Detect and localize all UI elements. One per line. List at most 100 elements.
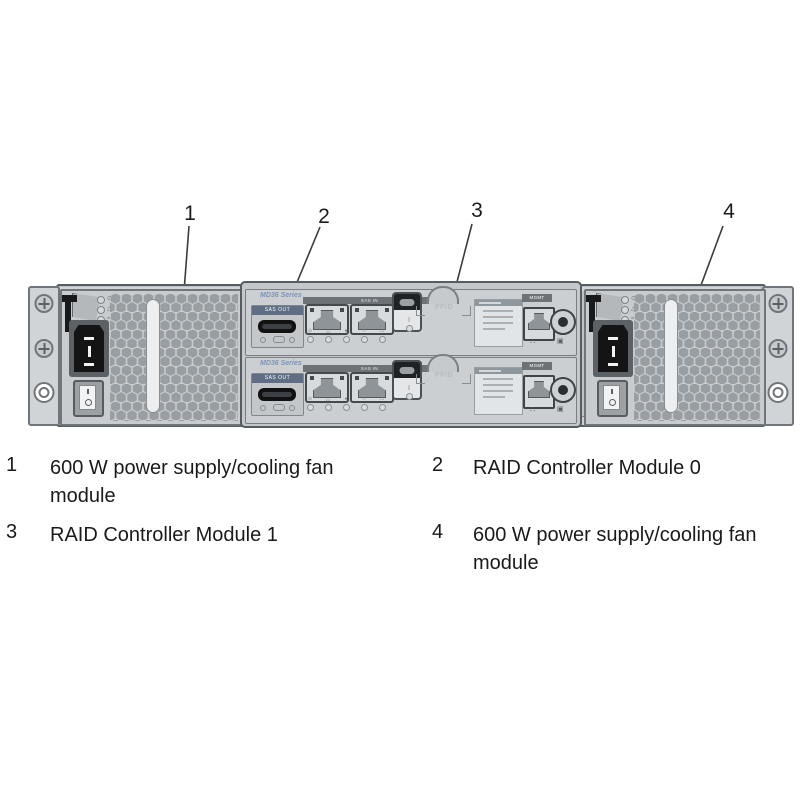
battery-led-icon: ▯: [407, 385, 411, 391]
activity-led-icon: ≈: [362, 396, 366, 402]
legend-number-1: 1: [6, 454, 18, 476]
rj45-jack-icon: [313, 378, 341, 398]
pull-handle-notch[interactable]: [427, 286, 459, 304]
series-label: MD36 Series: [260, 360, 302, 367]
ppid-bracket: [462, 374, 471, 384]
cooling-fan-grille: [634, 294, 760, 421]
network-icon: ∴: [530, 337, 536, 346]
callout-number-3: 3: [471, 199, 483, 222]
fault-led-icon: ●: [344, 328, 348, 334]
mgmt-label: MGMT: [522, 362, 552, 370]
cache-led-icon: ▭: [379, 328, 385, 334]
callout-number-1: 1: [184, 202, 196, 225]
release-latch[interactable]: [392, 292, 422, 332]
warning-led-icon: △: [326, 396, 330, 402]
psu-fault-led: [97, 306, 105, 314]
service-port-icon: ▣: [557, 406, 564, 413]
rj45-jack-icon: [528, 313, 550, 330]
sas-in-port-0[interactable]: [305, 372, 349, 403]
mac-address-label: [474, 367, 523, 415]
status-led-icon: ⊙: [307, 328, 313, 334]
power-supply-module-right: ⊙ △ ≈: [584, 289, 766, 426]
ac-power-led-icon: ≈: [631, 316, 635, 322]
legend-text-2: RAID Controller Module 0: [473, 457, 701, 479]
ppid-label: PPID: [434, 372, 454, 379]
sas-out-port[interactable]: SAS OUT: [251, 305, 304, 348]
psu-handle[interactable]: [146, 299, 160, 413]
controller-led: ⊙: [305, 328, 315, 343]
power-led-icon: ⊙: [631, 296, 637, 302]
psu-status-led: [621, 296, 629, 304]
power-led-icon: ⊙: [107, 296, 113, 302]
sas-in-port-1[interactable]: [350, 304, 394, 335]
c14-socket-icon: [598, 325, 628, 372]
screw-icon: [768, 294, 788, 313]
ac-power-led-icon: ≈: [107, 316, 111, 322]
psu-handle[interactable]: [664, 299, 678, 413]
warning-led-icon: △: [326, 328, 330, 334]
warning-led-icon: △: [631, 306, 636, 312]
callout-number-4: 4: [723, 200, 735, 223]
mac-address-label: [474, 299, 523, 347]
warning-led-icon: △: [107, 306, 112, 312]
sas-in-label-bar: SAS IN: [303, 297, 436, 304]
ac-power-inlet[interactable]: [593, 320, 633, 377]
sas-connector-icon: [258, 388, 296, 401]
mounting-hole-icon: [767, 382, 789, 403]
activity-led-icon: ≈: [362, 328, 366, 334]
ac-power-inlet[interactable]: [69, 320, 109, 377]
cable-retention-bracket: [586, 295, 601, 302]
cable-retention-bracket: [589, 301, 595, 332]
controller-led: ▯: [404, 317, 414, 332]
pull-handle-notch[interactable]: [427, 354, 459, 372]
service-port-icon: ▣: [557, 338, 564, 345]
sas-connector-icon: [258, 320, 296, 333]
legend-number-4: 4: [432, 521, 444, 543]
power-supply-module-left: ⊙ △ ≈: [60, 289, 242, 426]
cooling-fan-grille: [110, 294, 238, 421]
sas-out-label: SAS OUT: [252, 374, 303, 383]
controller-led: ●: [341, 396, 351, 411]
power-switch[interactable]: [73, 380, 104, 417]
legend-number-2: 2: [432, 454, 444, 476]
controller-led: ≈: [359, 396, 369, 411]
rj45-jack-icon: [313, 310, 341, 330]
controller-led: ▭: [377, 328, 387, 343]
controller-led: △: [323, 396, 333, 411]
cable-retention-bracket: [65, 301, 71, 332]
controller-led: △: [323, 328, 333, 343]
sas-in-port-0[interactable]: [305, 304, 349, 335]
ppid-bracket: [416, 306, 425, 316]
serial-debug-port[interactable]: [550, 309, 576, 335]
controller-bay: MD36 Series SAS OUT SAS IN ⊙ △: [240, 281, 582, 428]
legend-text-3: RAID Controller Module 1: [50, 524, 278, 546]
mgmt-ethernet-port[interactable]: [523, 307, 555, 341]
raid-controller-module-1: MD36 Series SAS OUT SAS IN ⊙ △: [245, 354, 577, 424]
rj45-jack-icon: [358, 378, 386, 398]
screw-icon: [34, 294, 54, 313]
psu-status-led: [97, 296, 105, 304]
power-switch[interactable]: [597, 380, 628, 417]
callout-number-2: 2: [318, 205, 330, 228]
legend-text-4: 600 W power supply/cooling fan module: [473, 524, 757, 575]
mgmt-label: MGMT: [522, 294, 552, 302]
controller-led: ≈: [359, 328, 369, 343]
mounting-hole-icon: [33, 382, 55, 403]
power-switch-rocker[interactable]: [79, 385, 96, 410]
ppid-bracket: [462, 306, 471, 316]
ppid-label: PPID: [434, 304, 454, 311]
fault-led-icon: ●: [344, 396, 348, 402]
serial-debug-port[interactable]: [550, 377, 576, 403]
rack-ear-left: [28, 286, 60, 426]
battery-led-icon: ▯: [407, 317, 411, 323]
ppid-bracket: [416, 374, 425, 384]
power-switch-rocker[interactable]: [603, 385, 620, 410]
screw-icon: [768, 339, 788, 358]
psu-fault-led: [621, 306, 629, 314]
cable-retention-bracket: [62, 295, 77, 302]
controller-led: ●: [341, 328, 351, 343]
sas-in-port-1[interactable]: [350, 372, 394, 403]
sas-out-port[interactable]: SAS OUT: [251, 373, 304, 416]
raid-controller-module-0: MD36 Series SAS OUT SAS IN ⊙ △: [245, 286, 577, 356]
